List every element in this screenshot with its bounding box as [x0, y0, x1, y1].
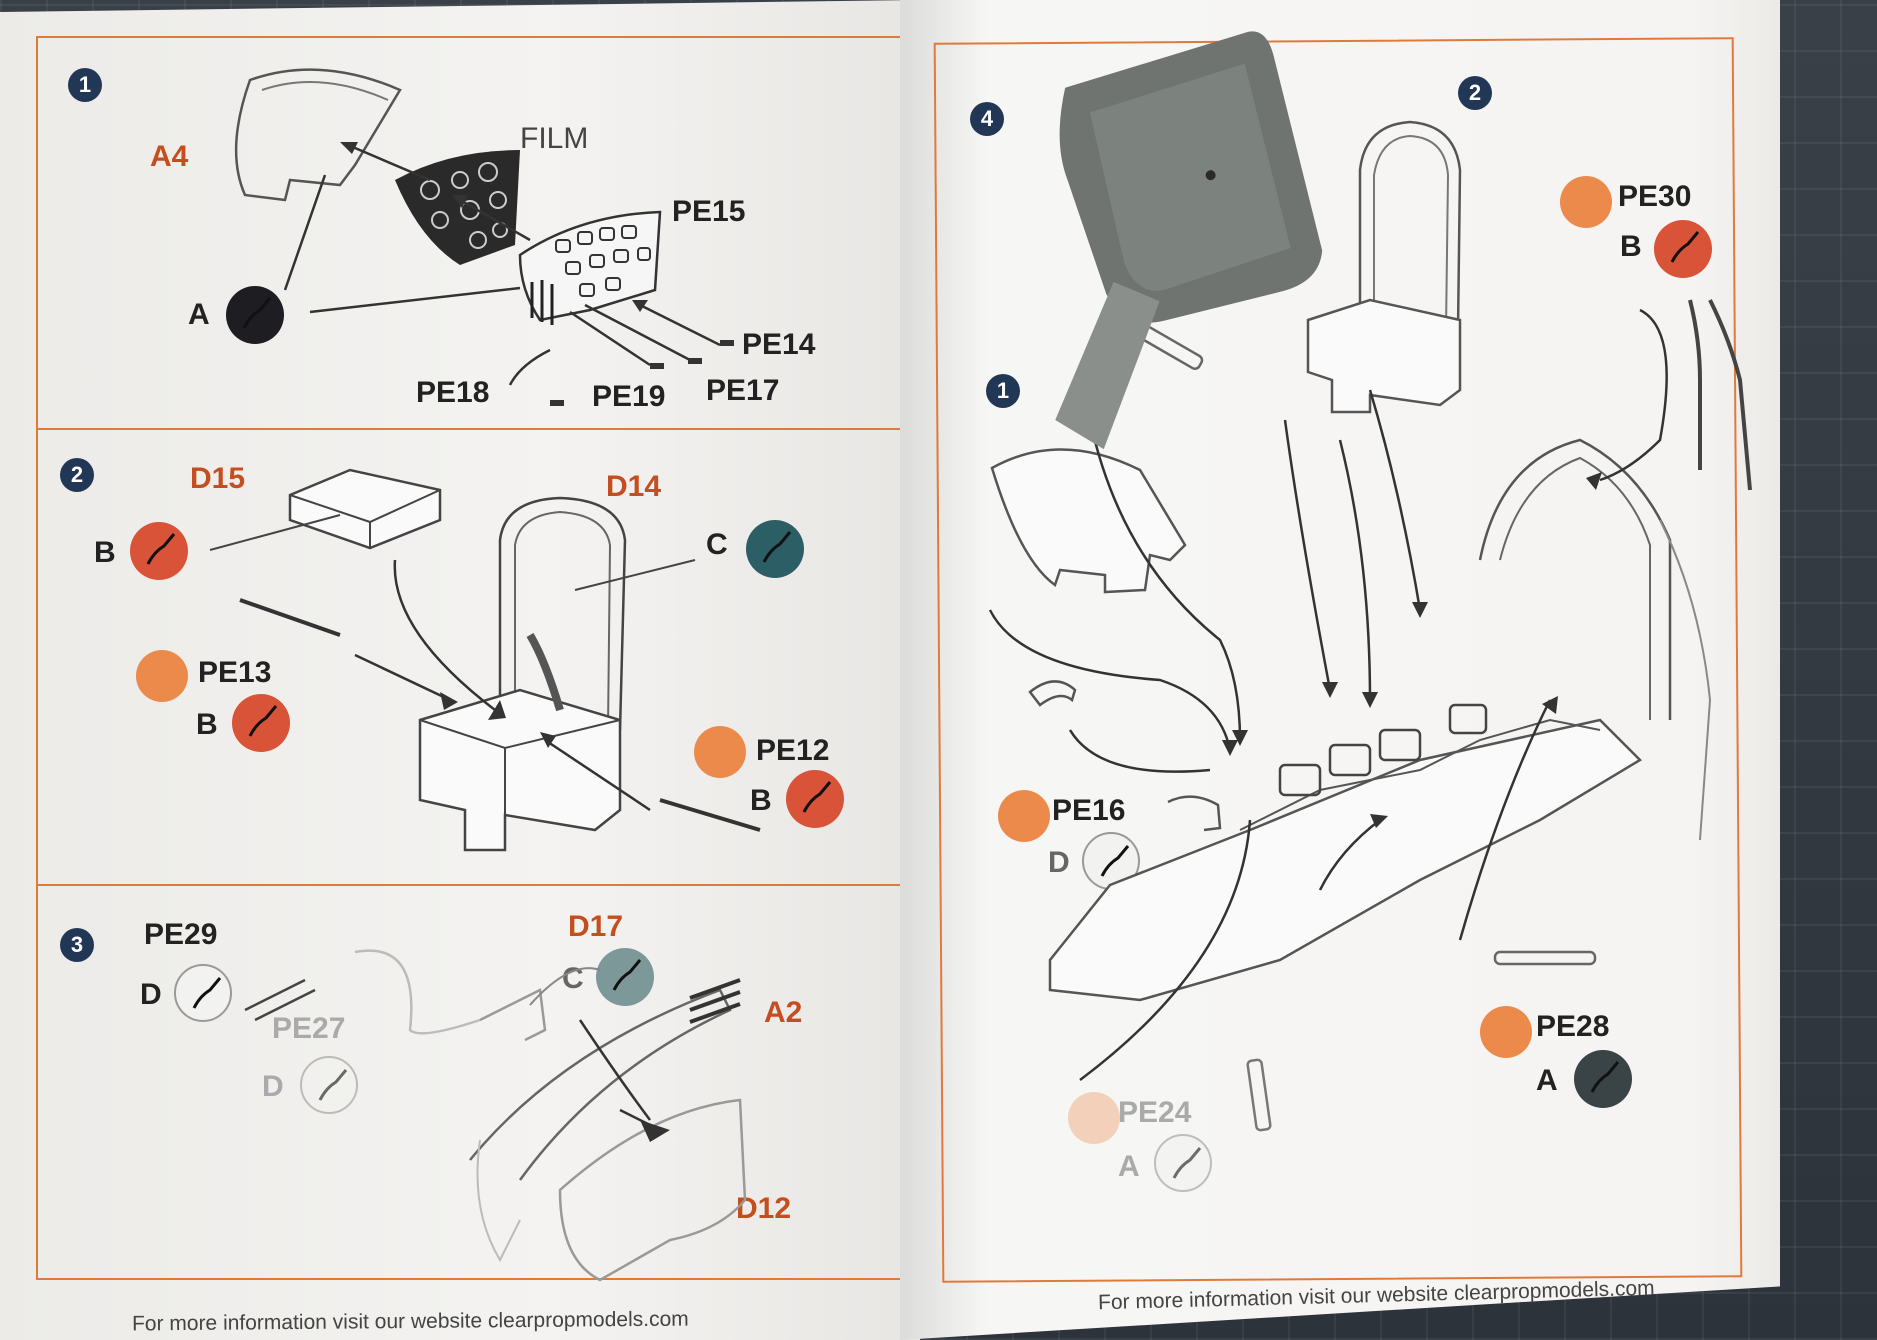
brush-icon [242, 297, 272, 329]
paint-label-c: C [706, 528, 728, 561]
part-label-d14: D14 [606, 470, 662, 503]
paint-swatch-red-icon [130, 522, 188, 580]
part-label-pe27: PE27 [272, 1012, 346, 1045]
part-label-pe30: PE30 [1618, 180, 1692, 213]
part-label-pe17: PE17 [706, 374, 780, 407]
photo-etch-icon [998, 790, 1050, 842]
part-label-pe19: PE19 [592, 380, 666, 413]
brush-icon [248, 705, 278, 737]
brush-icon [192, 977, 222, 1009]
part-label-a2: A2 [764, 996, 803, 1029]
paint-label-b: B [196, 708, 218, 741]
part-label-a4: A4 [150, 140, 189, 173]
paint-label-b: B [94, 536, 116, 569]
paint-swatch-teal-icon [746, 520, 804, 578]
brush-icon [1100, 845, 1130, 877]
paint-label-a: A [188, 298, 210, 331]
brush-icon [1670, 231, 1700, 263]
paint-swatch-red-icon [1654, 220, 1712, 278]
part-label-d15: D15 [190, 462, 246, 495]
step-divider [36, 884, 906, 886]
photo-etch-icon [694, 726, 746, 778]
part-label-film: FILM [520, 122, 589, 155]
sub-step-number-badge: 2 [1458, 76, 1492, 110]
brush-icon [146, 533, 176, 565]
paint-label-a: A [1118, 1150, 1140, 1183]
paint-label-d: D [140, 978, 162, 1011]
part-label-pe13: PE13 [198, 656, 272, 689]
sub-step-number-badge: 1 [986, 374, 1020, 408]
part-label-pe18: PE18 [416, 376, 490, 409]
step1-assembly-drawing [234, 68, 734, 406]
part-label-pe14: PE14 [742, 328, 816, 361]
footer-website-note: For more information visit our website c… [131, 1307, 689, 1336]
paint-label-d: D [262, 1070, 284, 1103]
part-label-d17: D17 [568, 910, 624, 943]
photo-etch-icon [1480, 1006, 1532, 1058]
step-number-badge: 1 [68, 68, 102, 102]
paint-swatch-black-icon [1574, 1050, 1632, 1108]
photo-etch-icon [136, 650, 188, 702]
brush-icon [802, 781, 832, 813]
paint-swatch-black-icon [226, 286, 284, 344]
instruction-page-right [900, 0, 1780, 1340]
paint-swatch-white-icon [1154, 1134, 1212, 1192]
part-label-pe15: PE15 [672, 195, 746, 228]
part-label-pe16: PE16 [1052, 794, 1126, 827]
step-number-badge: 2 [60, 458, 94, 492]
paint-swatch-grey-icon [596, 948, 654, 1006]
paint-label-d: D [1048, 846, 1070, 879]
part-label-pe12: PE12 [756, 734, 830, 767]
brush-icon [762, 531, 792, 563]
paint-swatch-red-icon [232, 694, 290, 752]
brush-icon [318, 1069, 348, 1101]
step4-cockpit-assembly-drawing [988, 31, 1752, 1132]
step3-side-wall-drawing [244, 949, 747, 1282]
paint-label-a: A [1536, 1064, 1558, 1097]
part-label-pe29: PE29 [144, 918, 218, 951]
step-number-badge: 4 [970, 102, 1004, 136]
step-number-badge: 3 [60, 928, 94, 962]
brush-icon [612, 959, 642, 991]
brush-icon [1172, 1147, 1202, 1179]
paint-label-b: B [1620, 230, 1642, 263]
resin-cockpit-tub-part [1055, 31, 1323, 450]
photo-etch-icon [1560, 176, 1612, 228]
paint-swatch-red-icon [786, 770, 844, 828]
photo-etch-icon [1068, 1092, 1120, 1144]
paint-swatch-white-icon [174, 964, 232, 1022]
part-label-pe28: PE28 [1536, 1010, 1610, 1043]
step2-seat-drawing [209, 468, 761, 852]
paint-label-b: B [750, 784, 772, 817]
paint-swatch-white-icon [300, 1056, 358, 1114]
brush-icon [1590, 1061, 1620, 1093]
part-label-pe24: PE24 [1118, 1096, 1192, 1129]
step-divider [36, 428, 906, 430]
